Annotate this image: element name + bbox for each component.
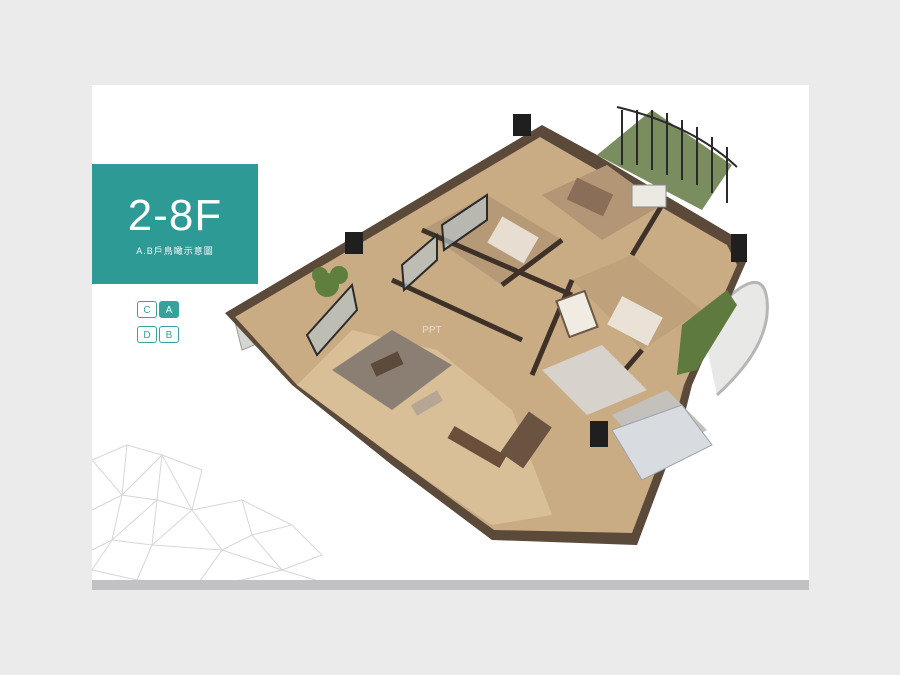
unit-tile-c[interactable]: C — [137, 301, 157, 318]
slide-bottom-bar — [92, 580, 809, 590]
unit-tile-b[interactable]: B — [159, 326, 179, 343]
unit-key: C A D B — [137, 301, 181, 351]
floor-badge: 2-8F A.B戶鳥瞰示意圖 — [92, 164, 258, 284]
unit-tile-a[interactable]: A — [159, 301, 179, 318]
unit-key-row: C A — [137, 301, 181, 318]
unit-tile-d[interactable]: D — [137, 326, 157, 343]
isometric-floorplan-illustration: ᴘᴘᴛ — [225, 106, 769, 545]
floor-subtitle: A.B戶鳥瞰示意圖 — [136, 246, 214, 256]
floor-label: 2-8F — [127, 191, 223, 240]
slide-canvas: 2-8F A.B戶鳥瞰示意圖 C A D B — [92, 85, 809, 590]
unit-key-row: D B — [137, 326, 181, 343]
svg-text:ᴘᴘᴛ: ᴘᴘᴛ — [422, 321, 442, 336]
